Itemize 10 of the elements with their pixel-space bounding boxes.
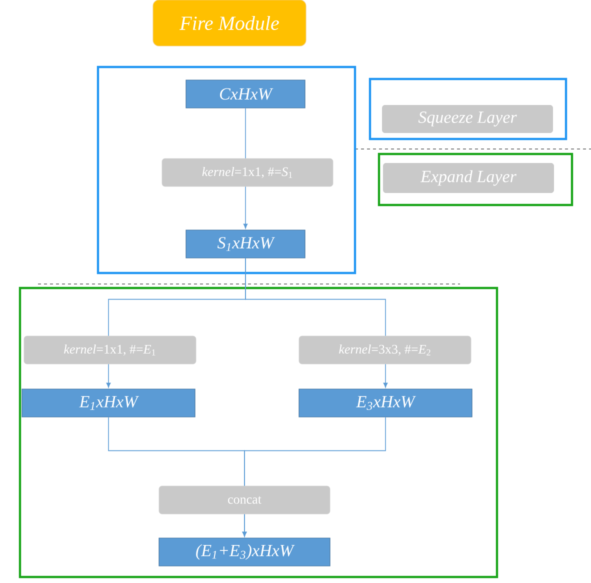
arrow bbox=[242, 416, 386, 537]
layer-frame bbox=[96, 66, 356, 274]
title-box: Fire Module bbox=[152, 0, 306, 46]
tensor-box: S$_{1}$xHxW bbox=[186, 230, 306, 258]
tensor-box: CxHxW bbox=[186, 80, 306, 108]
tensor-box: (E$_{1}$+E$_{3}$)xHxW bbox=[158, 538, 330, 566]
arrow bbox=[245, 258, 388, 388]
layer-frame bbox=[18, 286, 498, 578]
tensor-box: E$_{1}$xHxW bbox=[22, 388, 196, 418]
tensor-box: E$_{3}$xHxW bbox=[298, 388, 472, 418]
